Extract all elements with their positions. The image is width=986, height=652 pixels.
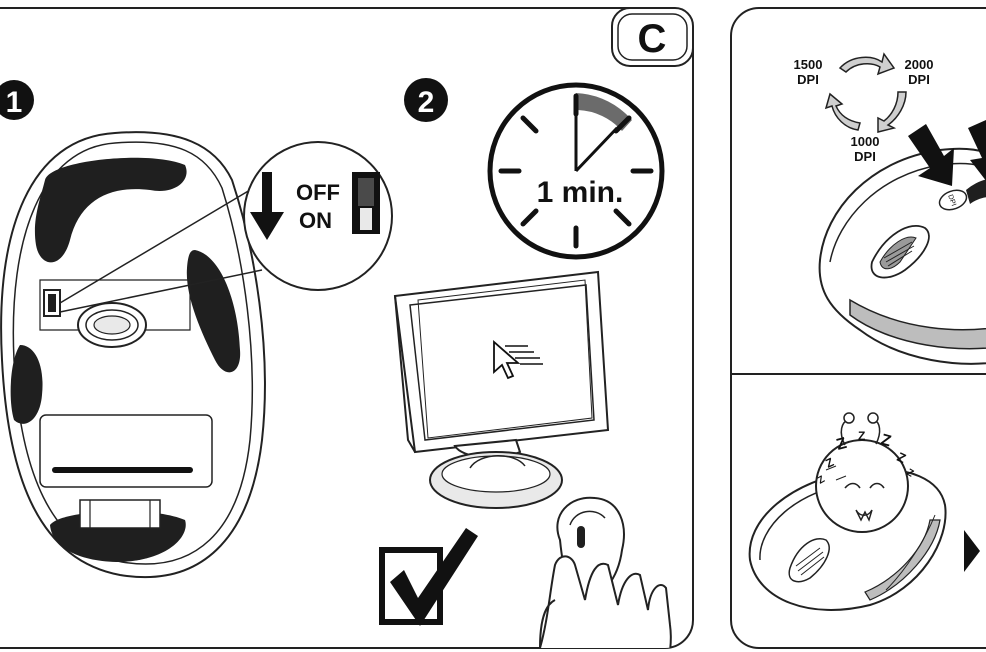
switch-zoom-callout: OFF ON (244, 142, 392, 290)
dpi-1000-unit: DPI (854, 149, 876, 164)
section-badge: C (612, 8, 693, 66)
checkbox-check-icon (382, 528, 478, 626)
svg-text:Z: Z (895, 449, 909, 466)
dpi-1500-unit: DPI (797, 72, 819, 87)
main-panel: C 1 2 (0, 8, 693, 652)
step-2-marker: 2 (404, 78, 448, 122)
clock-icon: 1 min. (490, 85, 662, 257)
timer-label: 1 min. (537, 176, 624, 209)
sleeping-mouse-scene: Z Z Z Z Z Z Z (750, 413, 946, 610)
step-2-number: 2 (418, 86, 435, 119)
hand-on-mouse-icon (540, 498, 671, 652)
mouse-bottom-icon (1, 132, 265, 577)
switch-on-label: ON (299, 208, 332, 233)
section-letter: C (638, 17, 667, 61)
power-switch-icon (352, 172, 380, 234)
cycle-arrows-icon (826, 54, 906, 132)
right-panel: 1500 DPI 2000 DPI 1000 DPI (731, 8, 986, 648)
dpi-2000-unit: DPI (908, 72, 930, 87)
step-1-marker: 1 (0, 80, 34, 120)
mouse-top-icon: DPI (820, 120, 986, 364)
next-triangle-icon (964, 530, 980, 572)
dpi-cycle-diagram: 1500 DPI 2000 DPI 1000 DPI (794, 54, 934, 164)
svg-text:Z: Z (858, 429, 865, 443)
dpi-1000-value: 1000 (851, 134, 880, 149)
switch-off-label: OFF (296, 180, 340, 205)
svg-text:Z: Z (879, 431, 893, 450)
dpi-2000-value: 2000 (905, 57, 934, 72)
dpi-1500-value: 1500 (794, 57, 823, 72)
monitor-icon (395, 272, 608, 508)
step-1-number: 1 (6, 86, 23, 119)
